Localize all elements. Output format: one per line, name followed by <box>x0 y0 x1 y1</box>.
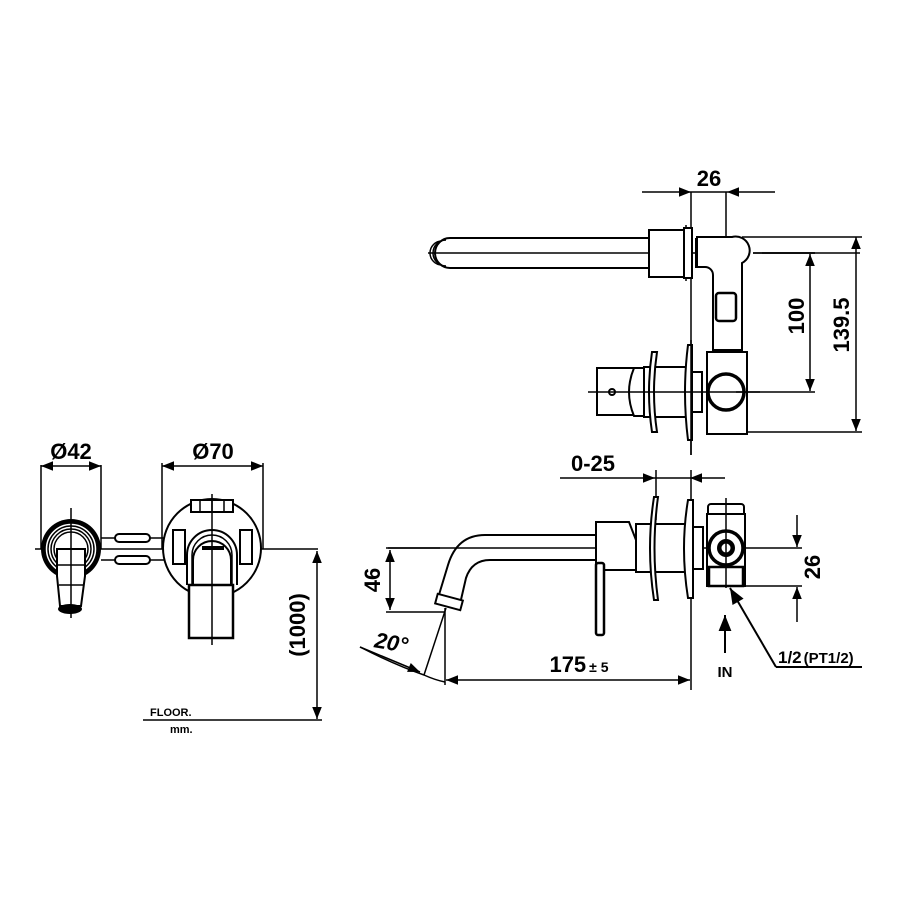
dim-wall-range: 0-25 <box>571 451 615 476</box>
dim-plate-diameter: Ø70 <box>192 439 234 464</box>
dim-spout-reach: 175± 5 <box>549 652 608 677</box>
front-view <box>35 461 322 721</box>
dim-spout-diameter: Ø42 <box>50 439 92 464</box>
dim-spout-angle: 20° <box>372 627 410 658</box>
dim-body-width: 26 <box>697 166 721 191</box>
top-view <box>428 187 862 455</box>
dim-spout-offset: 100 <box>784 298 809 335</box>
thread-size-label: 1/2(PT1/2) <box>778 648 854 667</box>
units-label: mm. <box>170 724 193 736</box>
dim-total-depth: 139.5 <box>829 297 854 352</box>
dim-spout-drop: 46 <box>360 568 385 592</box>
dim-height-from-floor: (1000) <box>285 593 310 657</box>
floor-label: FLOOR. <box>150 707 192 719</box>
inlet-label: IN <box>718 664 733 681</box>
side-view <box>359 470 862 690</box>
dim-inlet-height: 26 <box>800 555 825 579</box>
